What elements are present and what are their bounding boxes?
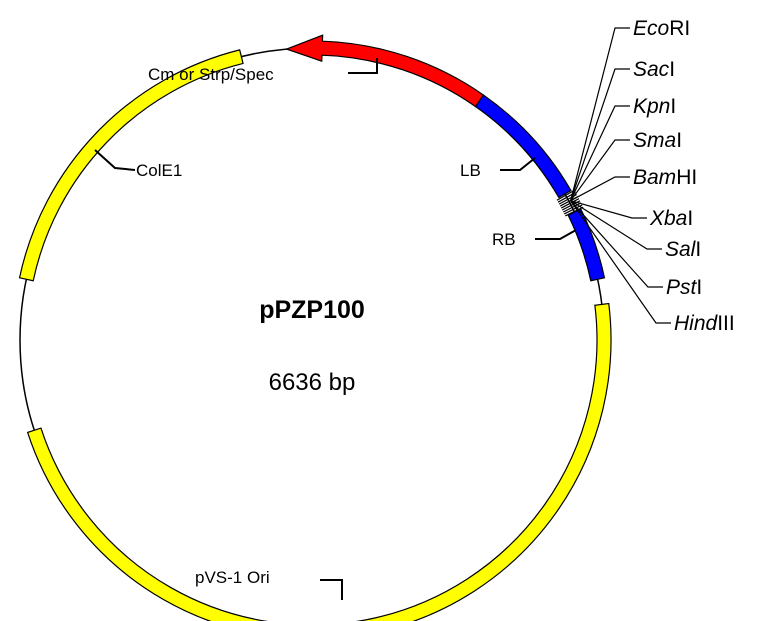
- rb-label: RB: [492, 230, 516, 249]
- restriction-site-label: PstI: [666, 276, 702, 299]
- mcs-tick-marks: [556, 189, 584, 217]
- site-leader-line: [570, 27, 630, 201]
- feature-leader-lines: [94, 58, 577, 600]
- rb-border-arc: [567, 208, 606, 282]
- site-leader-line: [570, 176, 630, 202]
- restriction-site-label: SalI: [665, 238, 701, 261]
- cole1-label: ColE1: [136, 161, 182, 180]
- restriction-site-label: EcoRI: [633, 17, 690, 40]
- pvs1-ori-label: pVS-1 Ori: [195, 568, 270, 587]
- site-leader-line: [570, 68, 630, 201]
- restriction-site-label: BamHI: [633, 166, 697, 189]
- mcs-leader-lines: [570, 27, 671, 324]
- site-leader-line: [570, 200, 663, 288]
- marker-label: Cm or Strp/Spec: [148, 65, 274, 84]
- restriction-site-list: EcoRI SacI KpnI SmaI BamHI XbaI SalI PstI HindII…: [633, 17, 735, 335]
- restriction-site-label: HindIII: [674, 312, 735, 335]
- mcs-tick: [562, 202, 582, 213]
- site-leader-line: [570, 105, 630, 201]
- pvs1-ori-arc: [26, 302, 612, 621]
- mcs-tick: [564, 206, 584, 217]
- plasmid-name: pPZP100: [259, 296, 365, 324]
- site-leader-line: [570, 139, 630, 202]
- restriction-site-label: KpnI: [633, 95, 676, 118]
- restriction-site-label: SacI: [633, 58, 675, 81]
- lb-label: LB: [460, 161, 481, 180]
- site-leader-line: [570, 200, 671, 324]
- site-leader-line: [570, 200, 662, 250]
- plasmid-size: 6636 bp: [269, 369, 356, 396]
- lb-border-arc: [474, 94, 572, 199]
- cole1-arc: [18, 49, 244, 282]
- resistance-marker-arrow: [284, 34, 485, 108]
- site-leader-line: [570, 200, 647, 219]
- mcs-tick: [556, 189, 575, 201]
- restriction-site-label: XbaI: [649, 207, 693, 230]
- mcs-tick: [560, 198, 580, 209]
- restriction-site-label: SmaI: [633, 129, 682, 152]
